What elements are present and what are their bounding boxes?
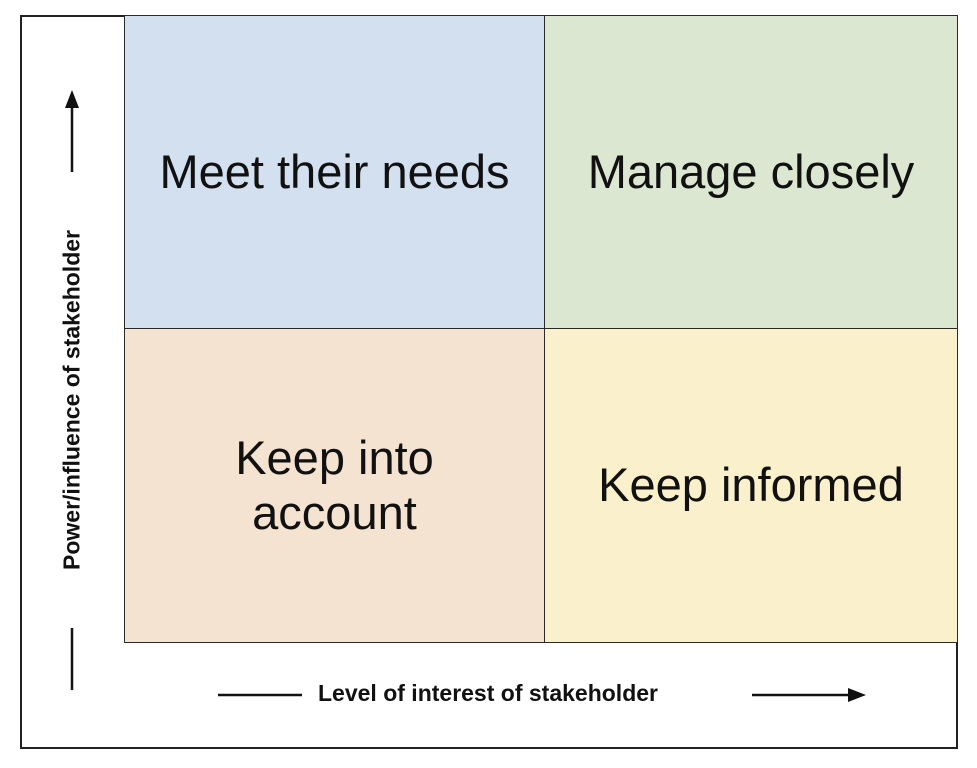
y-axis-label: Power/influence of stakeholder bbox=[58, 230, 85, 570]
quadrant-keep-informed: Keep informed bbox=[544, 328, 958, 643]
quadrant-label: Meet their needs bbox=[159, 144, 510, 198]
x-axis-label: Level of interest of stakeholder bbox=[318, 680, 658, 706]
quadrant-keep-into-account: Keep into account bbox=[124, 328, 545, 643]
quadrant-label: Manage closely bbox=[587, 144, 915, 198]
quadrant-label: Keep informed bbox=[598, 458, 904, 512]
quadrant-meet-their-needs: Meet their needs bbox=[124, 15, 545, 329]
quadrant-manage-closely: Manage closely bbox=[544, 15, 958, 329]
quadrant-label: Keep into account bbox=[235, 431, 434, 539]
